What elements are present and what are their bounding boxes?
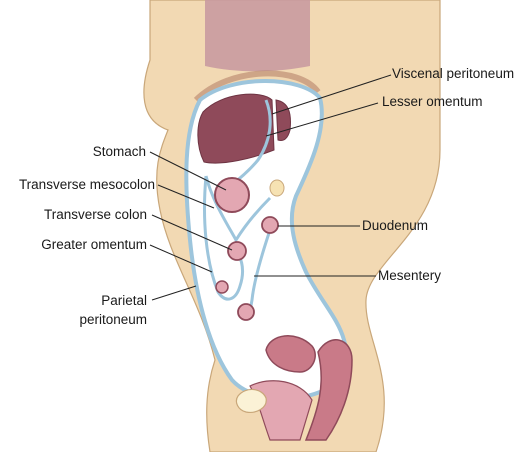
duodenum-organ [261, 216, 279, 234]
intestine-loop [237, 303, 255, 321]
label-lesser-omentum: Lesser omentum [382, 94, 483, 109]
stomach-organ [214, 177, 250, 213]
thoracic-region [205, 0, 310, 72]
leader-stomach [149, 151, 227, 191]
leader-transverse-mesocolon [157, 184, 215, 209]
bladder [235, 388, 267, 413]
small-organ [269, 179, 285, 197]
label-transverse-colon: Transverse colon [44, 207, 147, 222]
label-stomach: Stomach [93, 144, 146, 159]
label-parietal-peritoneum: Parietal [101, 293, 147, 308]
label-greater-omentum: Greater omentum [41, 237, 147, 252]
leader-parietal-peritoneum [151, 285, 197, 301]
label-visceral-peritoneum: Viscenal peritoneum [392, 66, 514, 81]
label-parietal-peritoneum-2: peritoneum [79, 312, 147, 327]
uterus [265, 335, 316, 373]
transverse-colon-organ [227, 241, 247, 261]
label-transverse-mesocolon: Transverse mesocolon [19, 177, 155, 192]
mesocolon-fold [204, 175, 272, 243]
label-duodenum: Duodenum [362, 218, 428, 233]
diaphragm [193, 70, 321, 103]
liver [197, 93, 275, 164]
intestine-loop [215, 280, 229, 294]
leader-transverse-colon [151, 214, 233, 251]
leader-lesser-omentum [265, 102, 379, 137]
greater-omentum-fold [203, 175, 244, 301]
rectum [304, 339, 353, 441]
label-mesentery: Mesentery [378, 268, 441, 283]
leader-greater-omentum [149, 244, 213, 273]
leader-visceral-peritoneum [271, 74, 392, 115]
